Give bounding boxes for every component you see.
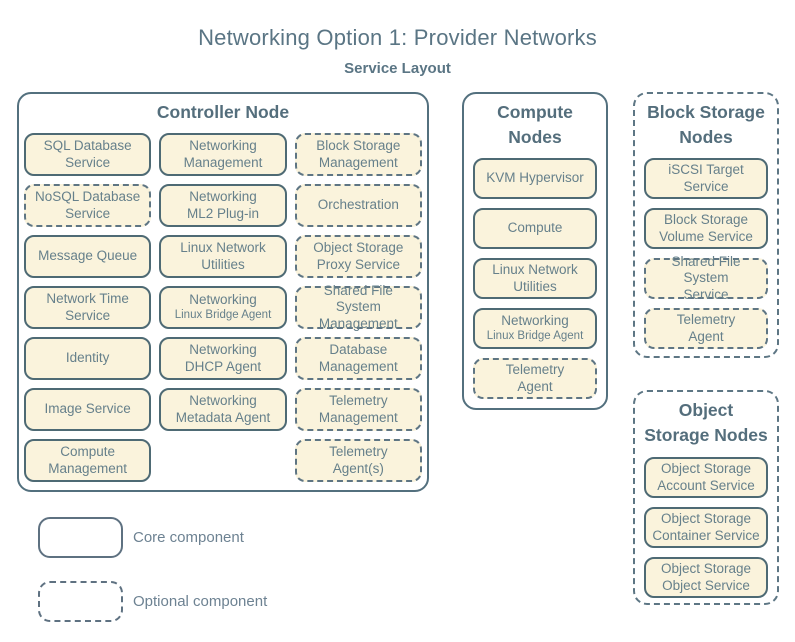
service-box: Telemetry Agent(s) bbox=[294, 439, 422, 482]
core-component-swatch bbox=[38, 517, 123, 558]
service-box: Block Storage Management bbox=[294, 133, 422, 176]
optional-component-swatch bbox=[38, 581, 123, 622]
service-box: Telemetry Management bbox=[294, 388, 422, 431]
service-box: Networking Management bbox=[159, 133, 287, 176]
compute-nodes-title: Compute Nodes bbox=[497, 102, 573, 148]
service-box: Block Storage Volume Service bbox=[644, 208, 768, 249]
controller-node-group: Controller Node SQL Database Service Net… bbox=[17, 92, 429, 492]
page-subtitle: Service Layout bbox=[344, 60, 451, 77]
block-storage-services-stack: iSCSI Target Service Block Storage Volum… bbox=[644, 158, 768, 349]
empty-cell bbox=[159, 439, 286, 482]
service-sublabel: Linux Bridge Agent bbox=[174, 308, 272, 321]
service-box: Object Storage Container Service bbox=[644, 507, 768, 548]
service-box: Linux Network Utilities bbox=[159, 235, 287, 278]
service-box: Networking Linux Bridge Agent bbox=[159, 286, 287, 329]
compute-services-stack: KVM Hypervisor Compute Linux Network Uti… bbox=[473, 158, 597, 399]
controller-services-grid: SQL Database Service Networking Manageme… bbox=[24, 133, 422, 482]
service-box: Networking Linux Bridge Agent bbox=[473, 308, 597, 349]
legend-core: Core component bbox=[38, 517, 244, 558]
service-box: Networking DHCP Agent bbox=[159, 337, 287, 380]
object-storage-nodes-title: Object Storage Nodes bbox=[644, 400, 768, 446]
block-storage-nodes-title: Block Storage Nodes bbox=[647, 102, 765, 148]
service-box: Networking Metadata Agent bbox=[159, 388, 287, 431]
object-storage-nodes-group: Object Storage Nodes Object Storage Acco… bbox=[633, 390, 779, 605]
service-box: Telemetry Agent bbox=[473, 358, 597, 399]
service-box: Object Storage Object Service bbox=[644, 557, 768, 598]
service-box: Networking ML2 Plug-in bbox=[159, 184, 287, 227]
page-title: Networking Option 1: Provider Networks bbox=[198, 25, 597, 50]
service-box: Orchestration bbox=[294, 184, 422, 227]
service-box: Database Management bbox=[294, 337, 422, 380]
service-box: NoSQL Database Service bbox=[24, 184, 152, 227]
service-sublabel: Linux Bridge Agent bbox=[486, 329, 584, 342]
service-box: Identity bbox=[24, 337, 152, 380]
service-box: Compute bbox=[473, 208, 597, 249]
service-box: Telemetry Agent bbox=[644, 308, 768, 349]
service-label: Networking bbox=[189, 292, 257, 308]
service-box: Shared File System Management bbox=[294, 283, 422, 331]
service-box: Object Storage Proxy Service bbox=[294, 235, 422, 278]
compute-nodes-group: Compute Nodes KVM Hypervisor Compute Lin… bbox=[462, 92, 608, 410]
service-label: Networking bbox=[501, 313, 569, 329]
object-storage-services-stack: Object Storage Account Service Object St… bbox=[644, 457, 768, 598]
service-box: Image Service bbox=[24, 388, 152, 431]
service-box: SQL Database Service bbox=[24, 133, 152, 176]
service-box: Shared File System Service bbox=[644, 254, 768, 302]
service-box: KVM Hypervisor bbox=[473, 158, 597, 199]
optional-component-label: Optional component bbox=[133, 593, 268, 610]
legend-optional: Optional component bbox=[38, 581, 267, 622]
controller-node-title: Controller Node bbox=[156, 102, 290, 122]
service-box: iSCSI Target Service bbox=[644, 158, 768, 199]
service-box: Compute Management bbox=[24, 439, 152, 482]
service-box: Object Storage Account Service bbox=[644, 457, 768, 498]
service-box: Message Queue bbox=[24, 235, 152, 278]
core-component-label: Core component bbox=[133, 529, 244, 546]
block-storage-nodes-group: Block Storage Nodes iSCSI Target Service… bbox=[633, 92, 779, 358]
service-box: Linux Network Utilities bbox=[473, 258, 597, 299]
service-box: Network Time Service bbox=[24, 286, 152, 329]
